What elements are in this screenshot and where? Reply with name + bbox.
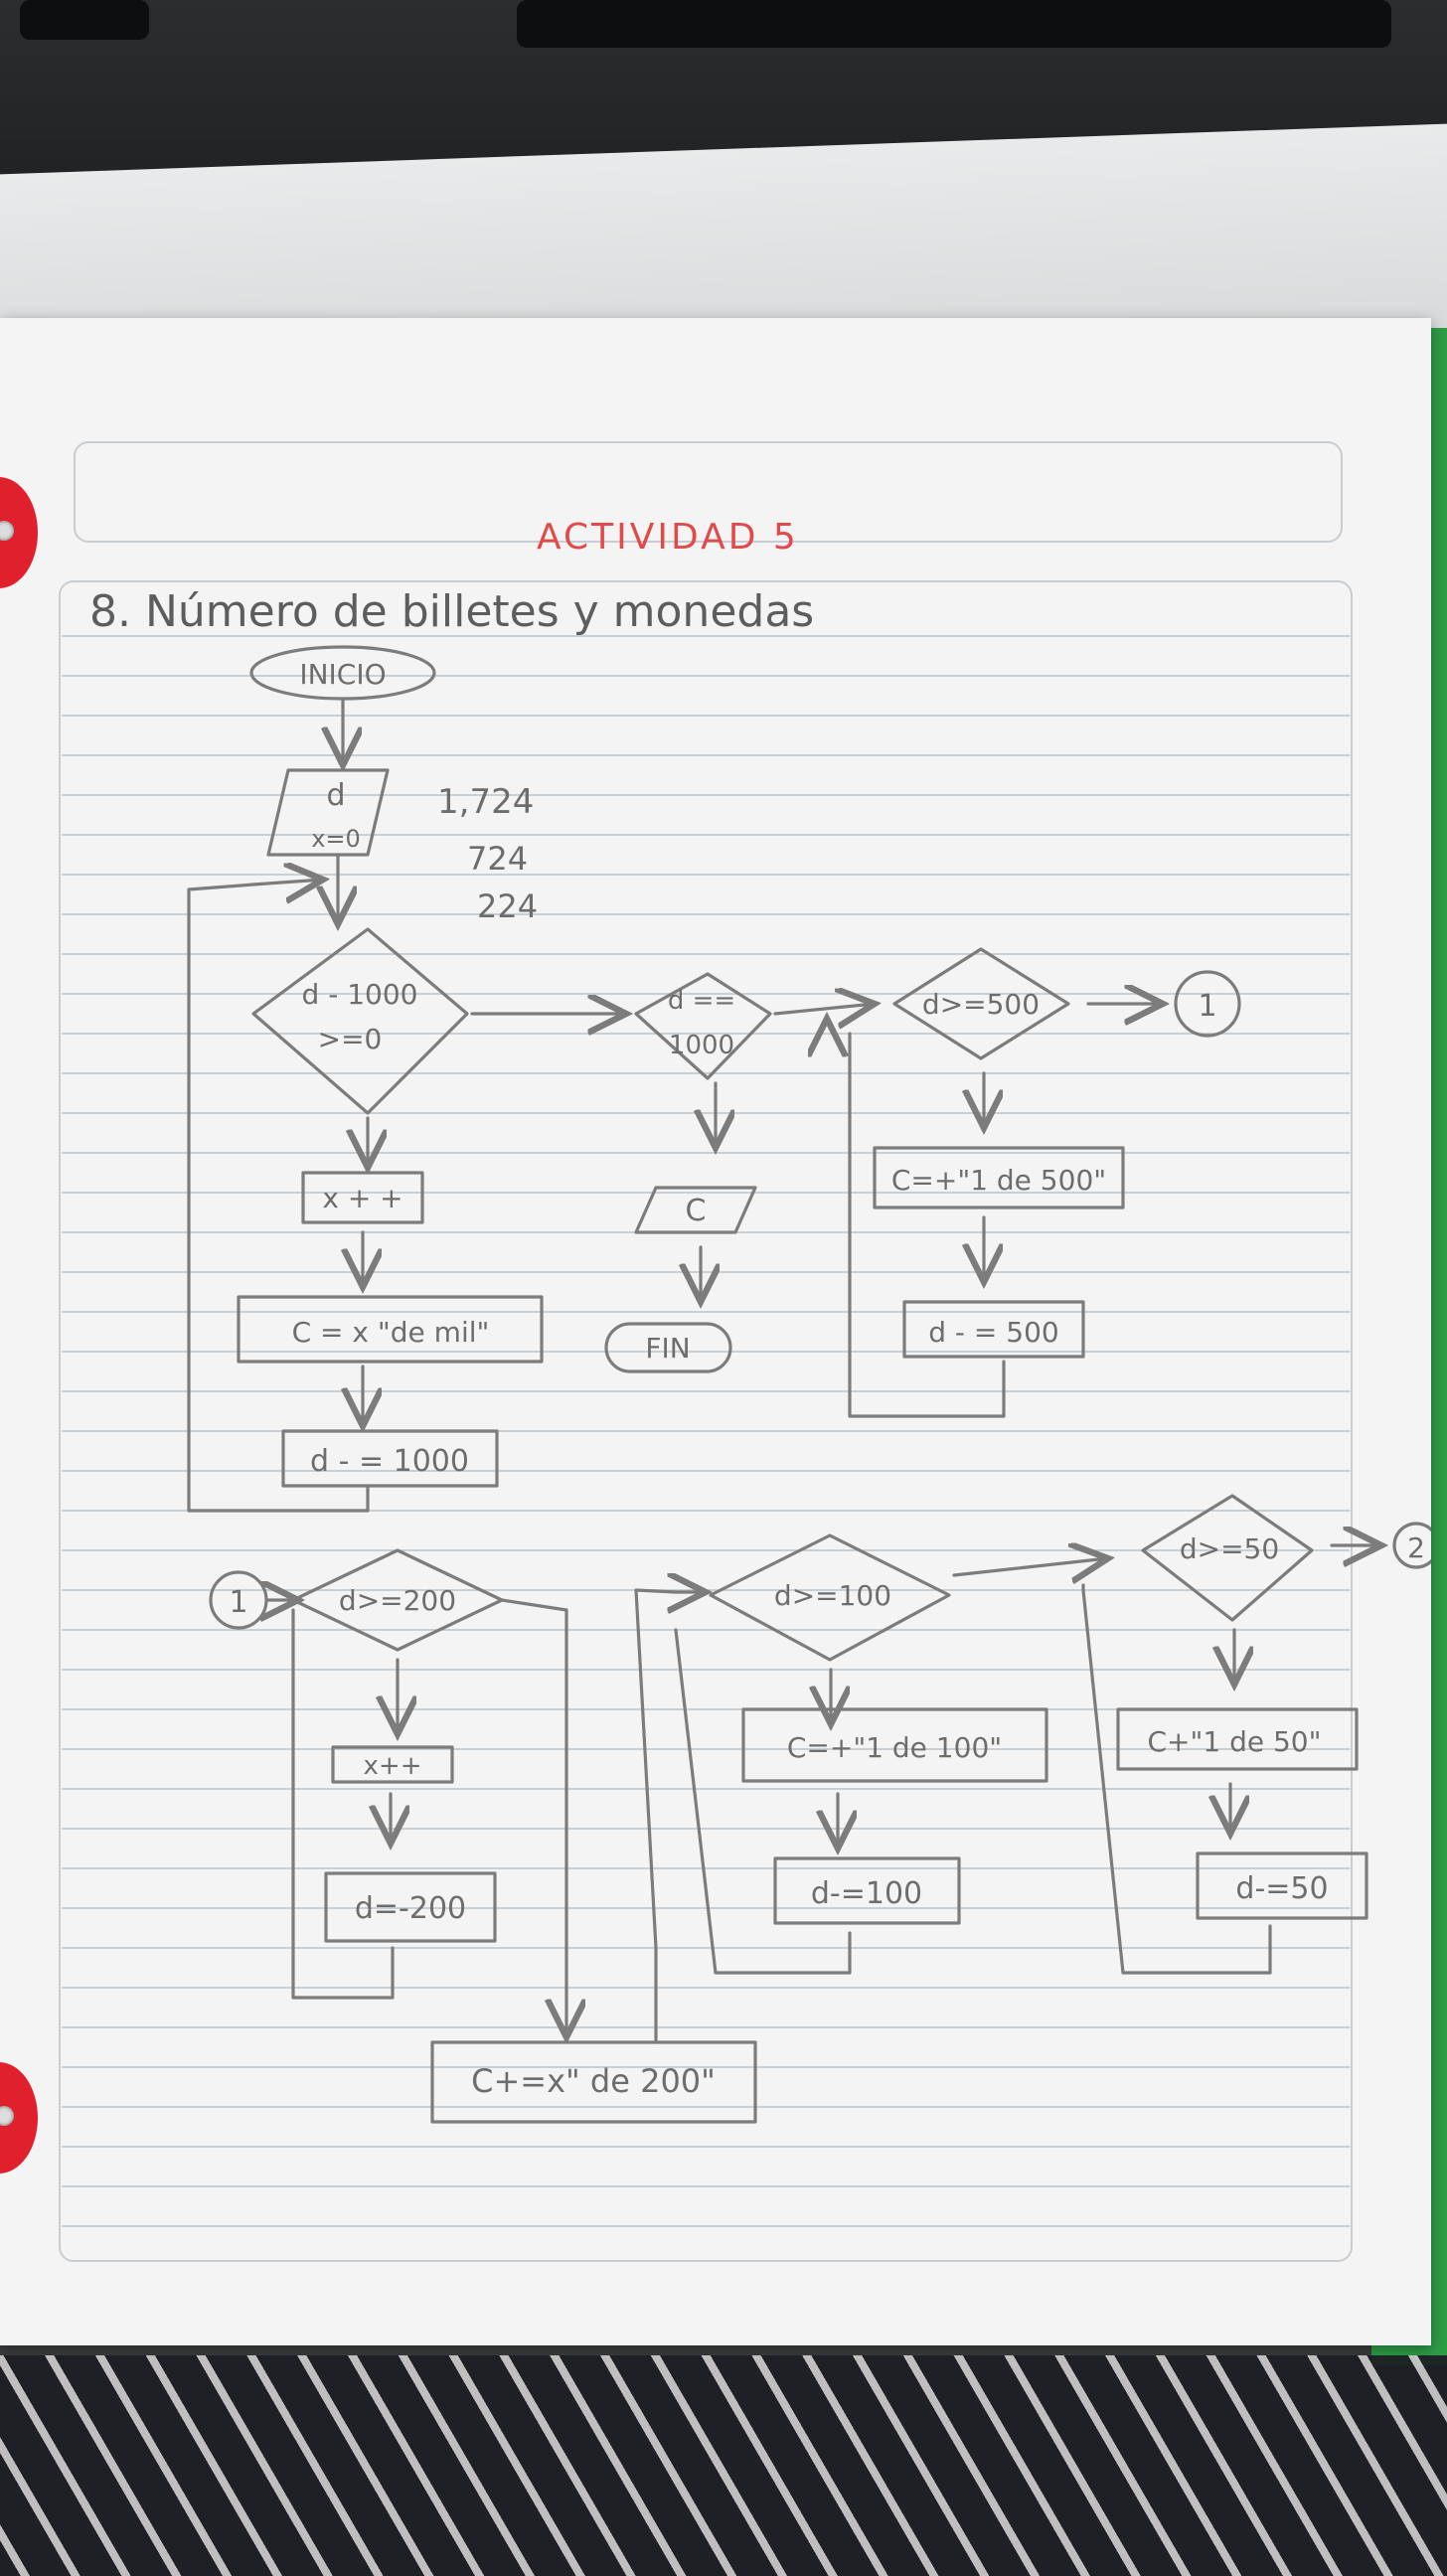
start-terminal — [249, 645, 436, 701]
process-out-500 — [873, 1146, 1125, 1209]
loop-line-100 — [674, 1628, 852, 1975]
process-inc-x-200 — [331, 1745, 454, 1784]
flow-line-200 — [500, 1598, 568, 2029]
decision-eq1000-line1: d == — [668, 986, 735, 1016]
flow-arrow — [251, 880, 323, 885]
process-sub-100-label: d-=100 — [811, 1876, 922, 1911]
input-init: x=0 — [311, 825, 361, 853]
fabric-background — [0, 2355, 1447, 2576]
decision-200-label: d>=200 — [339, 1584, 456, 1617]
connector-2-label: 2 — [1407, 1531, 1425, 1564]
process-inc-x — [301, 1171, 424, 1224]
decision-50 — [1141, 1494, 1314, 1622]
decision-100-label: d>=100 — [774, 1579, 891, 1612]
process-sub-200-label: d=-200 — [355, 1891, 466, 1926]
process-out-50 — [1116, 1707, 1359, 1771]
ruled-lines — [62, 635, 1350, 2227]
loop-line-200 — [291, 1608, 395, 2000]
process-out-100-label: C=+"1 de 100" — [787, 1731, 1002, 1764]
decision-500 — [892, 947, 1070, 1060]
calc-note: 224 — [477, 887, 538, 925]
process-sub-100 — [773, 1856, 961, 1925]
input-box — [266, 768, 390, 857]
process-out-50-label: C+"1 de 50" — [1147, 1725, 1321, 1758]
decision-100 — [709, 1533, 951, 1662]
process-out-200-label: C+=x" de 200" — [471, 2062, 716, 2100]
exercise-title: 8. Número de billetes y monedas — [89, 586, 814, 637]
header-frame — [74, 441, 1343, 543]
process-out-500-label: C=+"1 de 500" — [891, 1164, 1106, 1197]
process-sub-1000-label: d - = 1000 — [310, 1444, 469, 1479]
calc-note: 724 — [467, 840, 528, 878]
process-sub-50-label: d-=50 — [1235, 1871, 1328, 1906]
process-sub-500-label: d - = 500 — [928, 1316, 1058, 1349]
process-sub-200 — [324, 1871, 497, 1943]
loop-line-500 — [848, 1032, 1006, 1418]
connector-1 — [1174, 970, 1241, 1038]
connector-1-label: 1 — [1198, 989, 1216, 1024]
loop-line-1000 — [187, 883, 370, 1513]
end-label: FIN — [645, 1332, 690, 1365]
decision-eq1000-line2: 1000 — [669, 1031, 734, 1060]
decision-50-label: d>=50 — [1180, 1532, 1279, 1565]
decision-1000-line2: >=0 — [318, 1023, 383, 1055]
process-sub-500 — [902, 1300, 1085, 1359]
loop-line-50 — [1081, 1583, 1272, 1975]
keyboard-key — [517, 0, 1391, 48]
process-sub-1000 — [281, 1429, 499, 1488]
flow-arrow — [773, 1004, 875, 1014]
calc-note: 1,724 — [437, 782, 534, 822]
decision-1000 — [251, 927, 469, 1115]
input-var: d — [326, 778, 345, 813]
output-c — [634, 1186, 757, 1234]
process-inc-x-200-label: x++ — [364, 1751, 422, 1781]
process-out-mil-label: C = x "de mil" — [292, 1316, 490, 1349]
connector-1-in-label: 1 — [229, 1585, 247, 1620]
flowchart-page: ACTIVIDAD 5 8. Número de billetes y mone… — [59, 441, 1431, 2262]
keyboard-key — [20, 0, 149, 40]
process-out-100 — [741, 1707, 1048, 1783]
decision-500-label: d>=500 — [922, 988, 1040, 1021]
decision-200 — [291, 1548, 504, 1652]
process-sub-50 — [1196, 1852, 1368, 1920]
body-frame — [59, 580, 1353, 2262]
start-label: INICIO — [299, 658, 386, 691]
connector-2 — [1392, 1522, 1431, 1569]
process-out-200 — [430, 2040, 757, 2124]
flow-line-to-100 — [634, 1588, 678, 2044]
decision-eq1000 — [634, 972, 772, 1080]
flow-arrow — [952, 1558, 1108, 1575]
process-out-mil — [237, 1295, 544, 1364]
output-c-label: C — [686, 1194, 707, 1228]
page-header: ACTIVIDAD 5 — [537, 517, 799, 558]
process-inc-x-label: x + + — [322, 1182, 402, 1214]
end-terminal — [604, 1322, 732, 1373]
decision-1000-line1: d - 1000 — [302, 978, 418, 1011]
